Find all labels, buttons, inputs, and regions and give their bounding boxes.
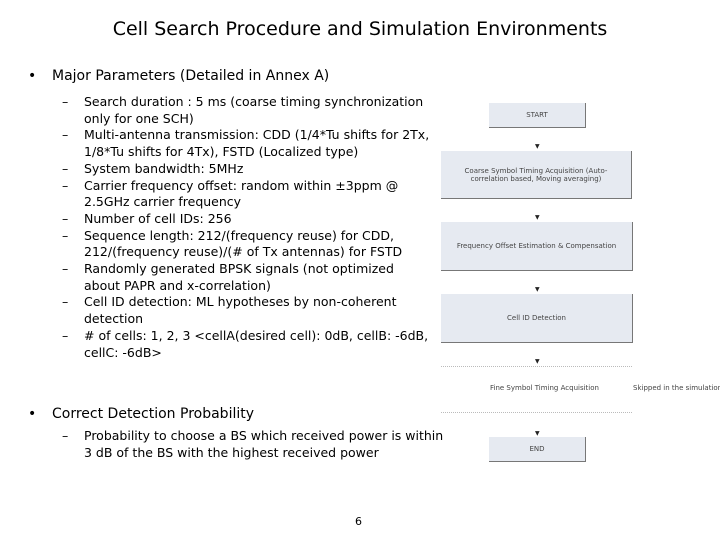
item-text: Number of cell IDs: 256 <box>84 210 232 226</box>
arrow-down-icon: ▼ <box>535 143 540 150</box>
arrow-down-icon: ▼ <box>535 358 540 365</box>
list-item: –# of cells: 1, 2, 3 <cellA(desired cell… <box>62 328 442 361</box>
arrow-down-icon: ▼ <box>535 286 540 293</box>
flow-cell-id-box: Cell ID Detection <box>441 294 633 343</box>
bullet-icon: • <box>28 406 37 422</box>
flow-coarse-timing-box: Coarse Symbol Timing Acquisition (Auto-c… <box>441 151 632 199</box>
list-item: –System bandwidth: 5MHz <box>62 161 442 178</box>
item-text: # of cells: 1, 2, 3 <cellA(desired cell)… <box>84 327 429 360</box>
flow-start-box: START <box>489 103 586 128</box>
sub-list-detection: –Probability to choose a BS which receiv… <box>62 428 444 461</box>
slide-title: Cell Search Procedure and Simulation Env… <box>112 18 608 40</box>
item-text: Carrier frequency offset: random within … <box>84 177 399 210</box>
list-item: –Sequence length: 212/(frequency reuse) … <box>62 228 442 261</box>
page-number: 6 <box>355 515 362 528</box>
list-item: –Randomly generated BPSK signals (not op… <box>62 261 442 294</box>
sub-list-parameters: –Search duration : 5 ms (coarse timing s… <box>62 94 442 361</box>
item-text: Sequence length: 212/(frequency reuse) f… <box>84 227 403 260</box>
item-text: System bandwidth: 5MHz <box>84 160 244 176</box>
bullet-icon: • <box>28 68 37 84</box>
item-text: Probability to choose a BS which receive… <box>84 428 444 460</box>
arrow-down-icon: ▼ <box>535 430 540 437</box>
arrow-down-icon: ▼ <box>535 214 540 221</box>
flow-frequency-offset-box: Frequency Offset Estimation & Compensati… <box>441 222 633 271</box>
bullet-label: Correct Detection Probability <box>52 406 255 422</box>
dotted-line <box>441 366 632 367</box>
item-text: Randomly generated BPSK signals (not opt… <box>84 261 394 293</box>
flow-fine-timing-label: Fine Symbol Timing Acquisition <box>490 384 599 392</box>
list-item: –Probability to choose a BS which receiv… <box>62 428 444 460</box>
item-text: Search duration : 5 ms (coarse timing sy… <box>84 94 424 126</box>
dotted-line <box>441 412 632 413</box>
flow-end-box: END <box>489 437 586 462</box>
item-text: Cell ID detection: ML hypotheses by non-… <box>84 294 397 327</box>
list-item: –Carrier frequency offset: random within… <box>62 178 442 211</box>
list-item: –Multi-antenna transmission: CDD (1/4*Tu… <box>62 127 442 160</box>
item-text: Multi-antenna transmission: CDD (1/4*Tu … <box>84 127 430 160</box>
flow-skipped-note: Skipped in the simulation <box>633 384 720 392</box>
bullet-label: Major Parameters (Detailed in Annex A) <box>52 68 330 84</box>
list-item: –Search duration : 5 ms (coarse timing s… <box>62 94 442 127</box>
list-item: –Number of cell IDs: 256 <box>62 211 442 228</box>
list-item: –Cell ID detection: ML hypotheses by non… <box>62 294 442 327</box>
